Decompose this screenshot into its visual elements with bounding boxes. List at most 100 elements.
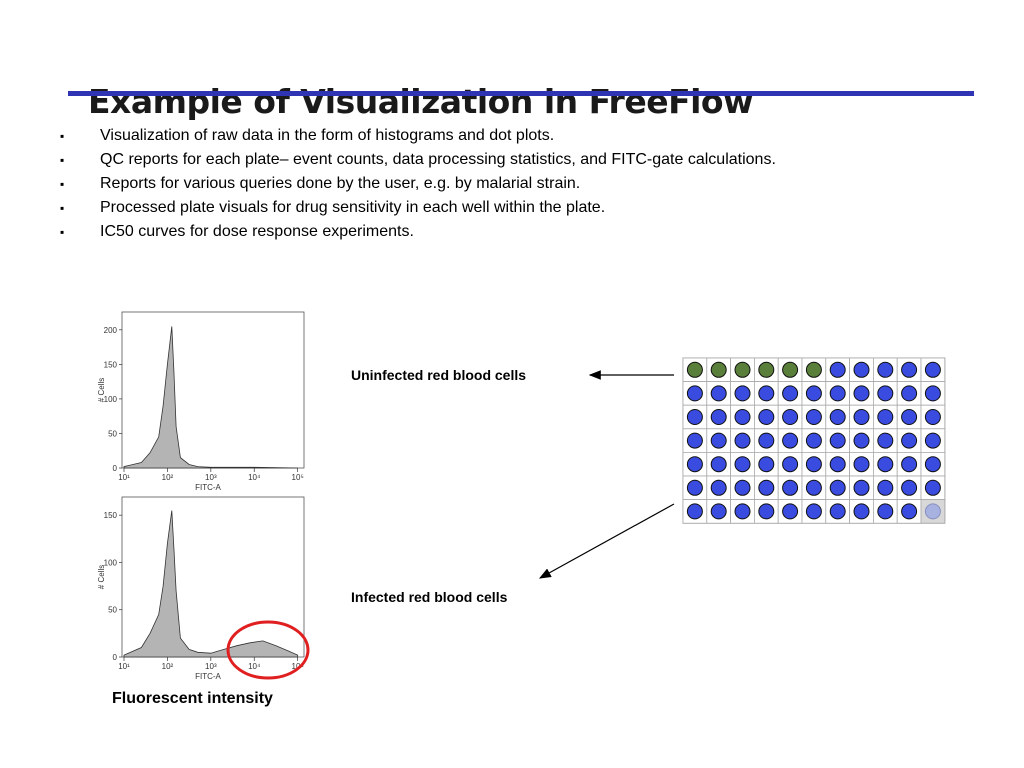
x-tick-label: 10¹ (118, 662, 130, 671)
well-uninfected (758, 361, 775, 378)
histogram-area (123, 510, 299, 658)
well-uninfected (782, 361, 799, 378)
bullet-text: Processed plate visuals for drug sensiti… (100, 199, 606, 216)
well-infected (805, 479, 822, 496)
y-tick-label: 50 (108, 606, 117, 615)
well-infected (782, 409, 799, 425)
x-tick-label: 10⁴ (248, 662, 261, 671)
well-infected (901, 456, 918, 473)
well-infected (877, 361, 894, 378)
well-infected (686, 456, 703, 473)
y-tick-label: 150 (104, 360, 118, 369)
y-tick-label: 100 (104, 395, 118, 404)
well-empty (924, 503, 941, 520)
highlight-circle (226, 620, 310, 680)
bullet-item: ▪IC50 curves for dose response experimen… (60, 220, 860, 244)
bullet-text: Reports for various queries done by the … (100, 175, 581, 192)
well-infected (686, 432, 703, 449)
well-infected (710, 479, 727, 496)
well-infected (924, 479, 941, 496)
well-infected (901, 503, 918, 520)
bullet-text: QC reports for each plate– event counts,… (100, 151, 776, 168)
bullet-mark: ▪ (60, 153, 65, 167)
well-infected (686, 479, 703, 496)
well-infected (877, 479, 894, 496)
well-infected (734, 456, 751, 473)
bullet-text: Visualization of raw data in the form of… (100, 127, 555, 144)
well-infected (829, 409, 846, 425)
histogram-area (123, 326, 298, 469)
bullet-mark: ▪ (60, 177, 65, 191)
well-infected (782, 456, 799, 473)
plot-frame (121, 311, 305, 469)
well-infected (758, 503, 775, 520)
well-infected (782, 385, 799, 402)
well-infected (877, 456, 894, 473)
well-infected (829, 361, 846, 378)
well-infected (853, 385, 870, 402)
bullet-mark: ▪ (60, 201, 65, 215)
x-tick-label: 10⁵ (292, 662, 304, 671)
fluorescent-intensity-label: Fluorescent intensity (112, 690, 273, 707)
well-infected (829, 479, 846, 496)
well-infected (901, 409, 918, 425)
x-tick-label: 10³ (205, 473, 217, 482)
well-infected (782, 479, 799, 496)
well-infected (734, 479, 751, 496)
well-infected (853, 456, 870, 473)
well-infected (829, 503, 846, 520)
bullet-mark: ▪ (60, 129, 65, 143)
well-infected (734, 385, 751, 402)
x-axis-label: FITC-A (195, 672, 221, 681)
bullet-item: ▪ Reports for various queries done by the… (60, 172, 860, 196)
bullet-list: ▪ Visualization of raw data in the form o… (60, 124, 860, 244)
well-infected (853, 479, 870, 496)
y-tick-label: 200 (104, 326, 118, 335)
well-infected (710, 456, 727, 473)
x-tick-label: 10⁴ (248, 473, 261, 482)
well-infected (901, 361, 918, 378)
well-infected (853, 432, 870, 449)
infected-label: Infected red blood cells (351, 589, 508, 605)
well-infected (686, 503, 703, 520)
well-infected (686, 409, 703, 425)
bullet-item: ▪ Visualization of raw data in the form o… (60, 124, 860, 148)
well-uninfected (710, 361, 727, 378)
bullet-item: ▪ QC reports for each plate– event counts… (60, 148, 860, 172)
well-infected (924, 409, 941, 425)
plot-frame (121, 496, 305, 658)
well-infected (853, 409, 870, 425)
bullet-item: ▪ Processed plate visuals for drug sensit… (60, 196, 860, 220)
well-plate (682, 357, 946, 524)
arrow-infected (538, 503, 675, 579)
well-infected (924, 456, 941, 473)
well-infected (877, 385, 894, 402)
y-tick-label: 0 (113, 464, 118, 473)
well-infected (782, 432, 799, 449)
well-infected (758, 409, 775, 425)
well-infected (686, 385, 703, 402)
y-tick-label: 150 (104, 511, 118, 520)
y-tick-label: 50 (108, 429, 117, 438)
well-infected (710, 503, 727, 520)
x-tick-label: 10⁵ (292, 473, 304, 482)
x-tick-label: 10¹ (118, 473, 130, 482)
x-tick-label: 10² (162, 662, 174, 671)
well-infected (805, 503, 822, 520)
well-infected (901, 432, 918, 449)
well-infected (758, 385, 775, 402)
well-infected (829, 385, 846, 402)
well-uninfected (686, 361, 703, 378)
well-infected (924, 385, 941, 402)
well-infected (805, 385, 822, 402)
x-tick-label: 10² (162, 473, 174, 482)
well-infected (734, 432, 751, 449)
well-infected (782, 503, 799, 520)
uninfected-label: Uninfected red blood cells (351, 367, 527, 383)
well-infected (829, 432, 846, 449)
bullet-mark: ▪ (60, 225, 65, 239)
well-infected (877, 432, 894, 449)
well-infected (710, 409, 727, 425)
well-infected (710, 385, 727, 402)
